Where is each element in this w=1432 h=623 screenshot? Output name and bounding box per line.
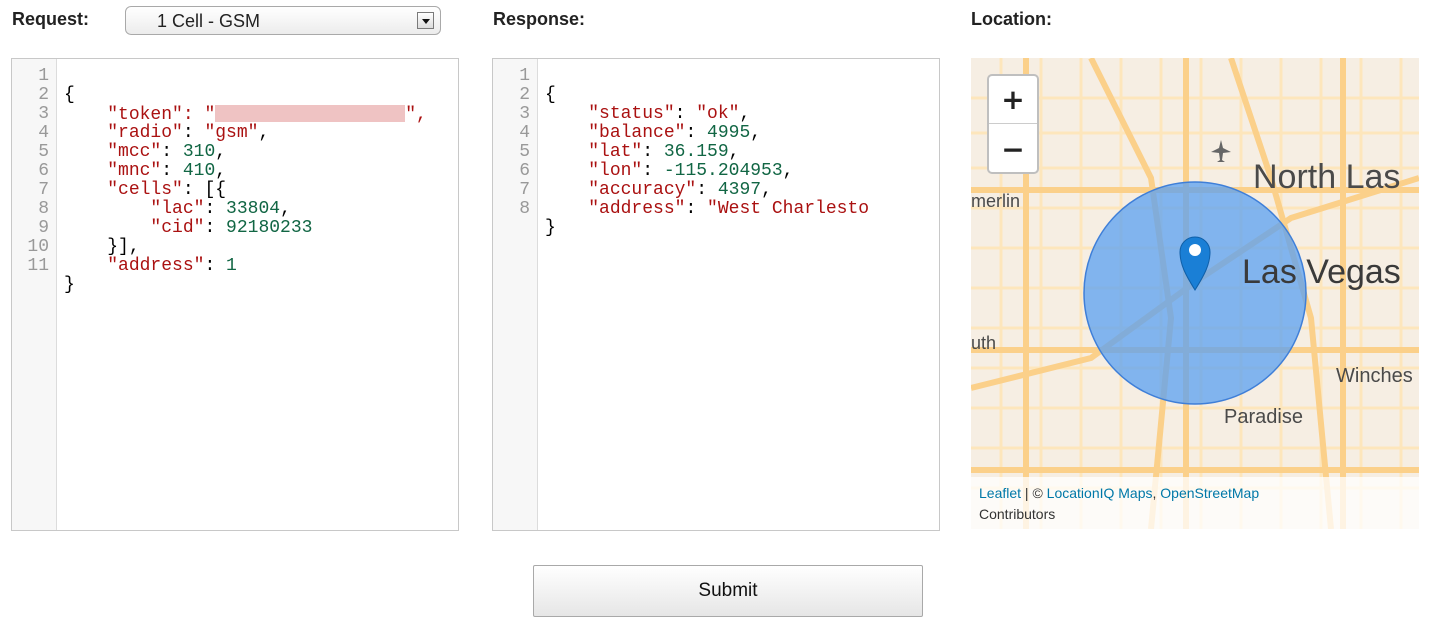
code-line: { — [545, 85, 556, 105]
code-line: "lon": -115.204953, — [588, 161, 794, 181]
accuracy-circle — [1083, 181, 1307, 405]
leaflet-link[interactable]: Leaflet — [979, 485, 1022, 501]
line-number: 10 — [27, 237, 49, 257]
code-line: "mnc": 410, — [107, 161, 227, 181]
zoom-control: + − — [987, 74, 1039, 174]
location-label: Location: — [971, 9, 1052, 29]
line-number: 7 — [519, 180, 530, 200]
submit-button[interactable]: Submit — [533, 565, 923, 617]
line-number: 5 — [38, 142, 49, 162]
code-line: } — [545, 218, 556, 238]
code-line: "cells": [{ — [107, 180, 227, 200]
code-line: "accuracy": 4397, — [588, 180, 772, 200]
line-number: 6 — [38, 161, 49, 181]
response-gutter — [493, 59, 538, 530]
code-line: "token": "", — [107, 105, 427, 125]
line-number: 11 — [27, 256, 49, 276]
line-number: 6 — [519, 161, 530, 181]
request-editor[interactable]: 1 { 2 "token": "", 3 "radio": "gsm", 4 "… — [11, 58, 459, 531]
code-line: "lat": 36.159, — [588, 142, 740, 162]
zoom-out-button[interactable]: − — [1001, 132, 1025, 166]
line-number: 1 — [38, 66, 49, 86]
redacted-token — [215, 105, 406, 122]
code-line: "address": "West Charlesto — [588, 199, 870, 219]
request-label: Request: — [12, 9, 90, 29]
request-type-select[interactable]: 1 Cell - GSM — [125, 6, 441, 35]
line-number: 3 — [519, 104, 530, 124]
attribution-contributors: Contributors — [979, 506, 1056, 522]
code-line: "status": "ok", — [588, 104, 751, 124]
location-marker-icon — [1179, 236, 1211, 291]
attribution-separator: | © — [1021, 485, 1047, 501]
response-label: Response: — [493, 9, 586, 29]
map-label-winches: Winches — [1336, 365, 1413, 387]
line-number: 4 — [519, 123, 530, 143]
attribution-comma: , — [1152, 485, 1161, 501]
line-number: 4 — [38, 123, 49, 143]
line-number: 8 — [38, 199, 49, 219]
map-label-paradise: Paradise — [1224, 406, 1303, 428]
line-number: 2 — [519, 85, 530, 105]
code-line: { — [64, 85, 75, 105]
map-tiles — [971, 58, 1419, 529]
request-gutter — [12, 59, 57, 530]
code-line: "radio": "gsm", — [107, 123, 270, 143]
code-line: "balance": 4995, — [588, 123, 762, 143]
line-number: 2 — [38, 85, 49, 105]
map-label-merlin: merlin — [971, 191, 1021, 211]
line-number: 3 — [38, 104, 49, 124]
code-line: "mcc": 310, — [107, 142, 227, 162]
line-number: 9 — [38, 218, 49, 238]
dropdown-arrow-icon[interactable] — [417, 12, 434, 29]
locationiq-link[interactable]: LocationIQ Maps — [1046, 485, 1153, 501]
airport-icon — [1211, 140, 1231, 162]
code-line: }], — [107, 237, 140, 257]
map-label-las-vegas: Las Vegas — [1242, 253, 1401, 291]
code-line: } — [64, 275, 75, 295]
line-number: 8 — [519, 199, 530, 219]
map-label-north-las: North Las — [1253, 158, 1401, 196]
code-line: "address": 1 — [107, 256, 237, 276]
osm-link[interactable]: OpenStreetMap — [1160, 485, 1260, 501]
line-number: 5 — [519, 142, 530, 162]
response-editor[interactable]: 1 { 2 "status": "ok", 3 "balance": 4995,… — [492, 58, 940, 531]
line-number: 1 — [519, 66, 530, 86]
code-line: "lac": 33804, — [150, 199, 291, 219]
map-label-uth: uth — [971, 333, 997, 353]
zoom-in-button[interactable]: + — [989, 76, 1037, 124]
map-attribution: Leaflet | © LocationIQ Maps, OpenStreetM… — [971, 477, 1419, 529]
location-map[interactable]: North Las Las Vegas merlin uth Winches P… — [971, 58, 1419, 529]
line-number: 7 — [38, 180, 49, 200]
code-line: "cid": 92180233 — [150, 218, 313, 238]
request-type-selected-value: 1 Cell - GSM — [157, 11, 261, 31]
